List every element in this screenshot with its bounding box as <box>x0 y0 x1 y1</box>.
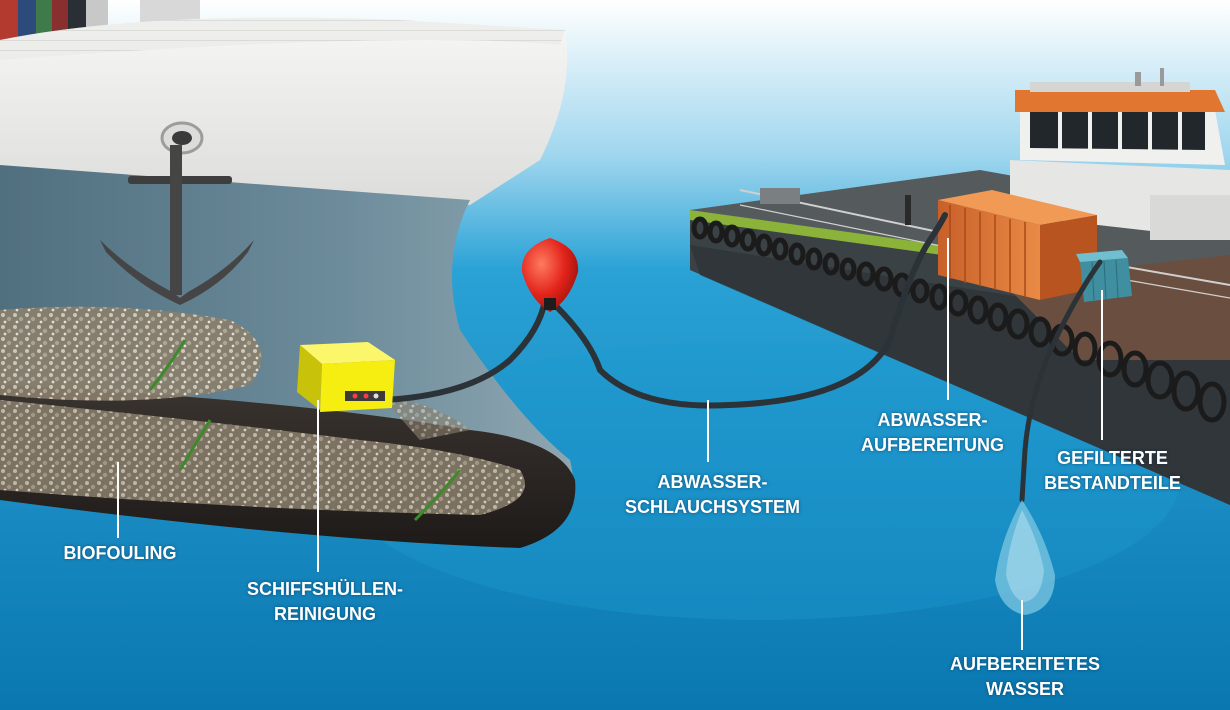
cleaning-robot <box>297 342 395 412</box>
label-treatment: ABWASSER- AUFBEREITUNG <box>850 408 1015 458</box>
buoy-icon <box>521 238 579 312</box>
biofouling-patches <box>0 306 525 522</box>
label-treatment-line2: AUFBEREITUNG <box>861 435 1004 455</box>
treated-water-plume <box>995 500 1055 615</box>
label-filtered-line2: BESTANDTEILE <box>1044 473 1181 493</box>
hose-to-vessel <box>552 212 948 409</box>
label-biofouling-text: BIOFOULING <box>63 543 177 563</box>
label-biofouling: BIOFOULING <box>45 541 195 566</box>
filter-bin <box>1076 250 1132 302</box>
treatment-container <box>938 190 1097 300</box>
leader-lines <box>117 238 1103 650</box>
discharge-pipe <box>1019 259 1103 503</box>
label-hull-cleaning-line1: SCHIFFSHÜLLEN- <box>247 579 403 599</box>
label-hose-system: ABWASSER- SCHLAUCHSYSTEM <box>615 470 810 520</box>
hose-to-buoy <box>382 297 548 403</box>
label-treatment-line1: ABWASSER- <box>877 410 988 430</box>
label-hull-cleaning: SCHIFFSHÜLLEN- REINIGUNG <box>230 577 420 627</box>
cargo-ship-bow <box>0 0 576 548</box>
label-hose-system-line2: SCHLAUCHSYSTEM <box>624 497 800 517</box>
label-treated-water: AUFBEREITETES WASSER <box>935 652 1115 702</box>
label-treated-water-line2: WASSER <box>985 679 1064 699</box>
label-hull-cleaning-line2: REINIGUNG <box>273 604 376 624</box>
label-filtered-line1: GEFILTERTE <box>1057 448 1168 468</box>
label-hose-system-line1: ABWASSER- <box>657 472 768 492</box>
label-filtered: GEFILTERTE BESTANDTEILE <box>1030 446 1195 496</box>
anchor-icon <box>100 121 254 305</box>
label-treated-water-line1: AUFBEREITETES <box>949 654 1100 674</box>
